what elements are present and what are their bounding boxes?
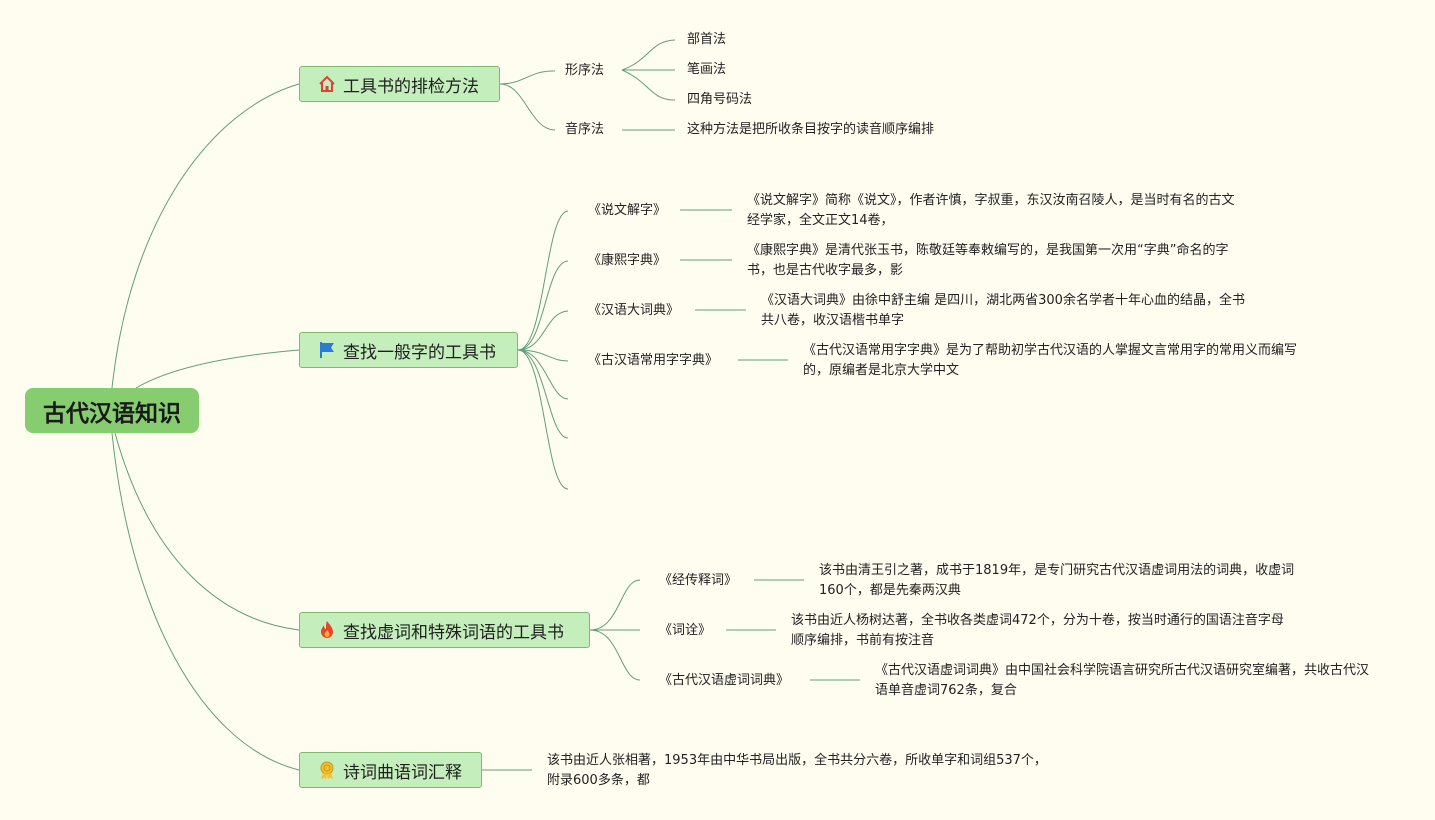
subtopic-gu-hanyu-changyongzi[interactable]: 《古汉语常用字字典》 bbox=[588, 353, 719, 368]
branch-label: 查找虚词和特殊词语的工具书 bbox=[343, 622, 564, 643]
leaf-jingzhuan-desc[interactable]: 该书由清王引之著，成书于1819年，是专门研究古代汉语虚词用法的词典，收虚词16… bbox=[819, 563, 1295, 598]
subtopic-sound-order[interactable]: 音序法 bbox=[565, 122, 605, 137]
leaf-stroke-method[interactable]: 笔画法 bbox=[687, 62, 727, 77]
subtopic-jingzhuan-shici[interactable]: 《经传释词》 bbox=[659, 573, 738, 588]
subtopic-shape-order[interactable]: 形序法 bbox=[565, 63, 605, 78]
subtopic-gudai-hanyu-xuci[interactable]: 《古代汉语虚词词典》 bbox=[659, 673, 790, 688]
branch-poetry-glossary[interactable]: 诗词曲语词汇释 bbox=[299, 752, 482, 788]
leaf-poetry-glossary-desc[interactable]: 该书由近人张相著，1953年由中华书局出版，全书共分六卷，所收单字和词组537个… bbox=[547, 753, 1047, 788]
leaf-radical-method[interactable]: 部首法 bbox=[687, 32, 727, 47]
subtopic-hanyu-da-cidian[interactable]: 《汉语大词典》 bbox=[588, 303, 680, 318]
leaf-four-corner-method[interactable]: 四角号码法 bbox=[687, 92, 753, 107]
leaf-sound-order-desc[interactable]: 这种方法是把所收条目按字的读音顺序编排 bbox=[687, 122, 935, 137]
medal-icon bbox=[316, 759, 338, 781]
subtopic-shuowen-jiezi[interactable]: 《说文解字》 bbox=[588, 203, 667, 218]
house-icon bbox=[316, 73, 338, 95]
root-topic[interactable]: 古代汉语知识 bbox=[25, 388, 199, 433]
subtopic-kangxi-zidian[interactable]: 《康熙字典》 bbox=[588, 253, 667, 268]
branch-function-word-tools[interactable]: 查找虚词和特殊词语的工具书 bbox=[299, 612, 590, 648]
leaf-xuci-cidian-desc[interactable]: 《古代汉语虚词词典》由中国社会科学院语言研究所古代汉语研究室编著，共收古代汉语单… bbox=[875, 663, 1370, 698]
branch-general-character-tools[interactable]: 查找一般字的工具书 bbox=[299, 332, 518, 368]
branch-label: 工具书的排检方法 bbox=[343, 76, 479, 97]
leaf-shuowen-desc[interactable]: 《说文解字》简称《说文》，作者许慎，字叔重，东汉汝南召陵人，是当时有名的古文经学… bbox=[747, 193, 1235, 228]
leaf-kangxi-desc[interactable]: 《康熙字典》是清代张玉书，陈敬廷等奉敕编写的，是我国第一次用“字典”命名的字书，… bbox=[747, 243, 1229, 278]
flag-icon bbox=[316, 339, 338, 361]
root-topic-label: 古代汉语知识 bbox=[43, 400, 181, 427]
fire-icon bbox=[316, 619, 338, 641]
leaf-gu-hanyu-desc[interactable]: 《古代汉语常用字字典》是为了帮助初学古代汉语的人掌握文言常用字的常用义而编写的，… bbox=[803, 343, 1298, 378]
leaf-hanyu-da-cidian-desc[interactable]: 《汉语大词典》由徐中舒主编 是四川，湖北两省300余名学者十年心血的结晶，全书共… bbox=[761, 293, 1245, 328]
leaf-ciquan-desc[interactable]: 该书由近人杨树达著，全书收各类虚词472个，分为十卷，按当时通行的国语注音字母顺… bbox=[791, 613, 1284, 648]
branch-lookup-methods[interactable]: 工具书的排检方法 bbox=[299, 66, 500, 102]
subtopic-ciquan[interactable]: 《词诠》 bbox=[659, 623, 712, 638]
branch-label: 查找一般字的工具书 bbox=[343, 342, 496, 363]
branch-label: 诗词曲语词汇释 bbox=[343, 762, 462, 783]
